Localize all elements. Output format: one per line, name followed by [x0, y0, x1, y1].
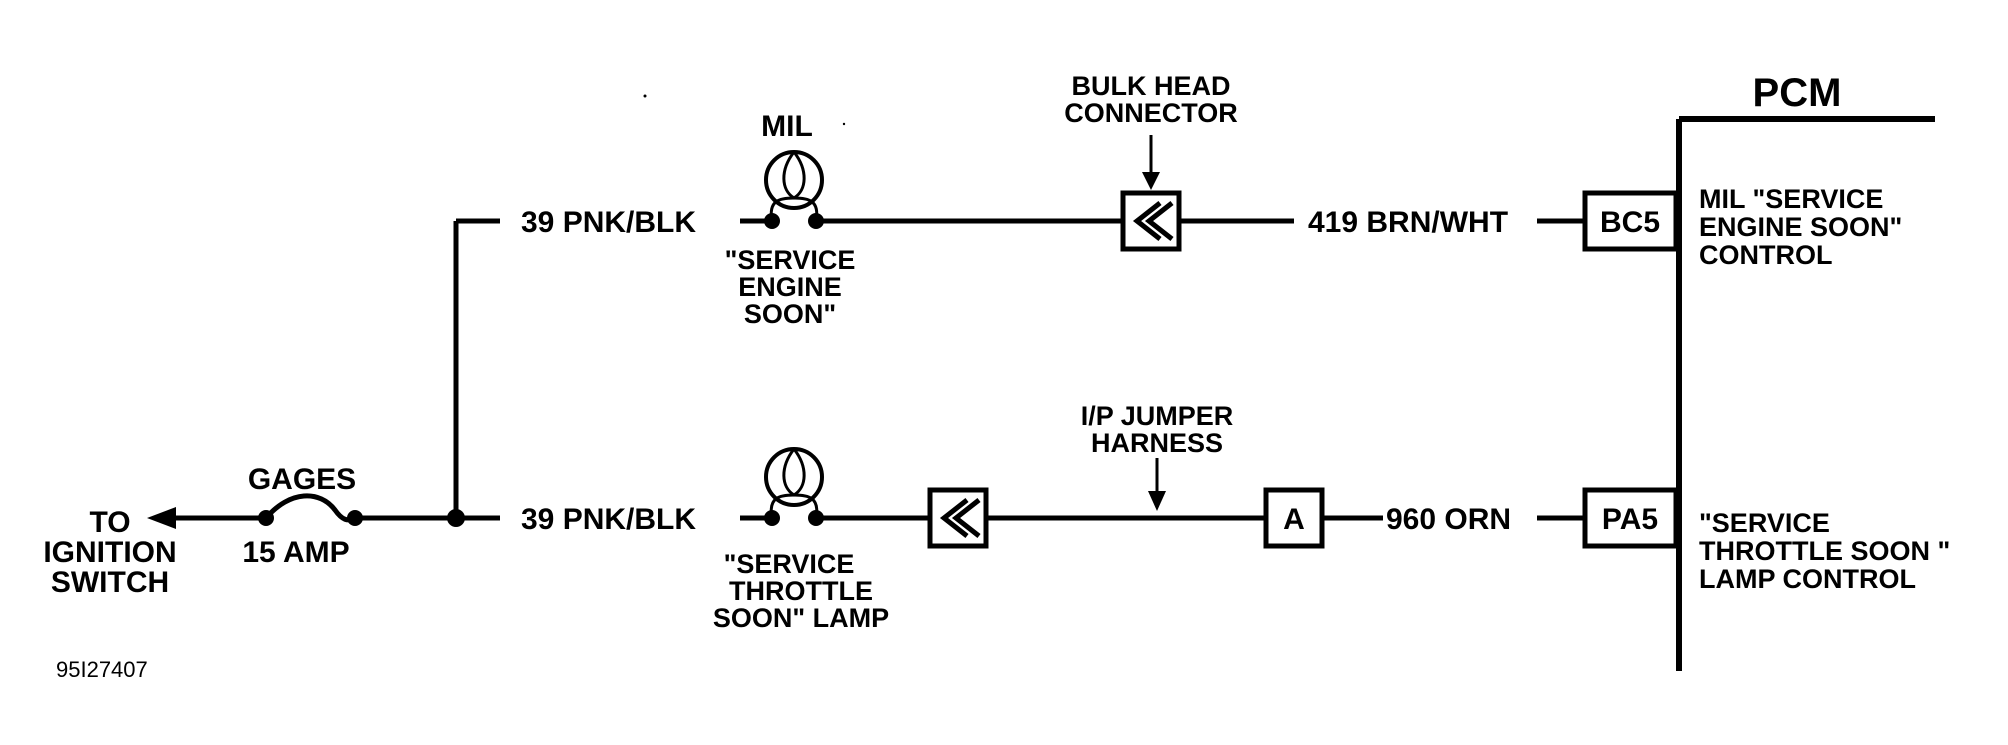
- pin-a-label: A: [1283, 503, 1305, 536]
- fuse-name: GAGES: [248, 463, 356, 496]
- sts-caption-line2: THROTTLE: [729, 576, 873, 606]
- ignition-label-line1: TO: [89, 506, 130, 539]
- ignition-label-line3: SWITCH: [51, 566, 169, 599]
- scan-speck: [643, 94, 647, 98]
- pin-bc5-label: BC5: [1600, 206, 1660, 239]
- sts-caption-line3: SOON" LAMP: [713, 603, 889, 633]
- scan-speck: [842, 122, 846, 126]
- pin-bc5-box: [1582, 190, 1679, 252]
- sts-caption-line1: "SERVICE: [724, 549, 855, 579]
- bulkhead-connector-icon: [1120, 190, 1182, 252]
- wire-label-bottom-pcm: 960 ORN: [1386, 503, 1511, 536]
- fuse-rating: 15 AMP: [242, 536, 349, 569]
- throttle-lamp-bulb-icon: [764, 447, 824, 526]
- bulkhead-arrowhead: [1142, 172, 1160, 190]
- jumper-arrowhead: [1148, 491, 1166, 511]
- ignition-arrow: [147, 507, 262, 529]
- inline-connector-icon: [927, 487, 989, 549]
- pcm-top-desc-line3: CONTROL: [1699, 240, 1832, 270]
- mil-caption-line1: "SERVICE: [725, 245, 856, 275]
- mil-bulb-icon: [764, 150, 824, 229]
- pin-pa5-box: [1582, 487, 1679, 549]
- mil-caption-line3: SOON": [744, 299, 836, 329]
- bulkhead-label-line2: CONNECTOR: [1064, 98, 1238, 128]
- pcm-top-desc-line1: MIL "SERVICE: [1699, 184, 1883, 214]
- pcm-bottom-desc-line2: THROTTLE SOON ": [1699, 536, 1950, 566]
- fuse-symbol: [258, 493, 363, 526]
- jumper-label-line1: I/P JUMPER: [1081, 401, 1234, 431]
- wire-label-bottom-feed: 39 PNK/BLK: [521, 503, 696, 536]
- pin-a-box: [1263, 487, 1325, 549]
- wire-label-top-pcm: 419 BRN/WHT: [1308, 206, 1508, 239]
- pcm-boundary: [1676, 116, 1935, 671]
- pcm-bottom-desc-line1: "SERVICE: [1699, 508, 1830, 538]
- jumper-label-line2: HARNESS: [1091, 428, 1223, 458]
- figure-id: 95I27407: [56, 657, 148, 682]
- wire-label-top-feed: 39 PNK/BLK: [521, 206, 696, 239]
- pcm-bottom-desc-line3: LAMP CONTROL: [1699, 564, 1916, 594]
- pcm-title: PCM: [1753, 71, 1842, 115]
- mil-label: MIL: [761, 110, 813, 143]
- bulkhead-label-line1: BULK HEAD: [1072, 71, 1231, 101]
- pin-pa5-label: PA5: [1602, 503, 1658, 536]
- ignition-label-line2: IGNITION: [43, 536, 176, 569]
- pcm-top-desc-line2: ENGINE SOON": [1699, 212, 1902, 242]
- mil-caption-line2: ENGINE: [738, 272, 842, 302]
